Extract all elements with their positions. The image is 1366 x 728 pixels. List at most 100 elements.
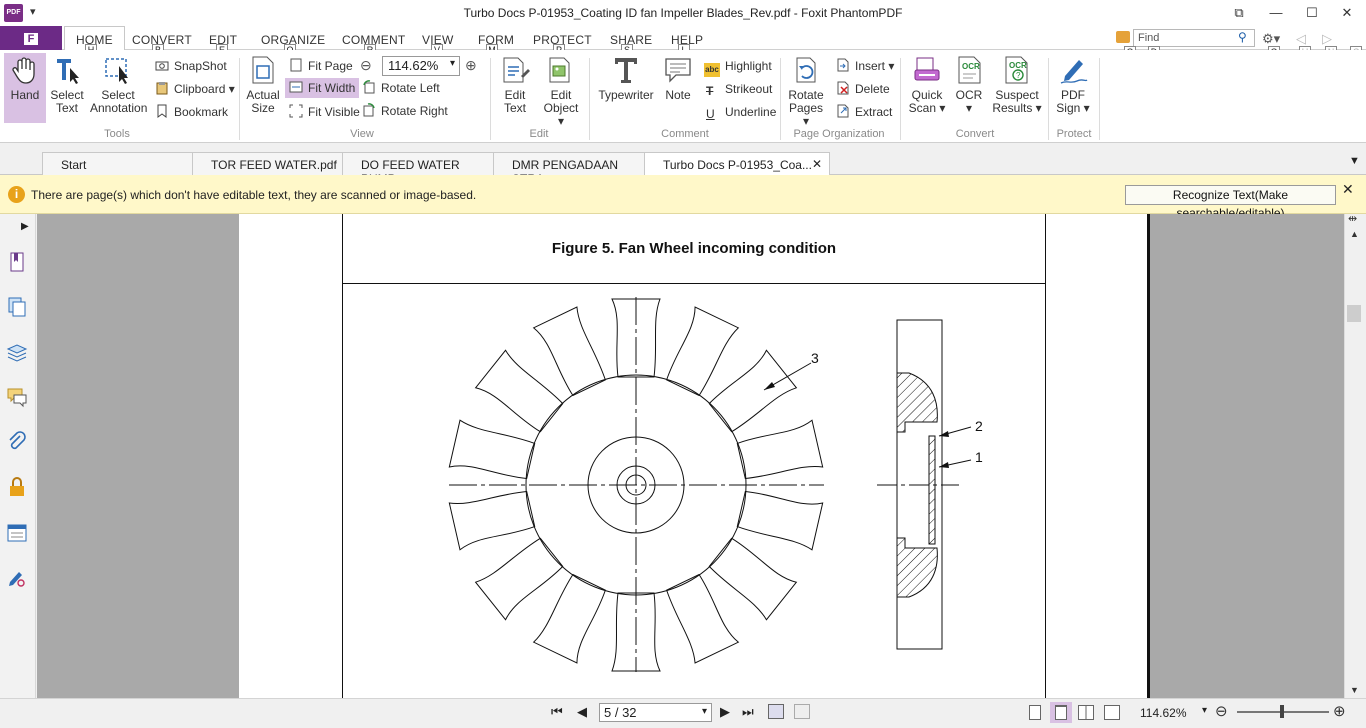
tab-list-dropdown-icon[interactable]: ▼ xyxy=(1349,155,1360,167)
close-tab-icon[interactable]: ✕ xyxy=(812,157,823,171)
minimize-icon[interactable]: — xyxy=(1269,5,1283,20)
zoom-in-icon[interactable]: ⊕ xyxy=(1333,703,1346,720)
page-number-input[interactable]: 5 / 32▾ xyxy=(599,703,712,722)
fit-page-label: Fit Page xyxy=(308,59,353,73)
doc-tab[interactable]: Start xyxy=(42,152,194,175)
tab-form[interactable]: FORM xyxy=(478,33,515,47)
fan-blade xyxy=(448,490,536,551)
previous-view-icon[interactable] xyxy=(768,704,784,719)
next-page-icon[interactable]: ▶ xyxy=(720,704,730,719)
tab-file[interactable]: F xyxy=(0,26,62,50)
pen-sign-icon xyxy=(1057,54,1089,86)
snapshot-button[interactable]: SnapShot xyxy=(155,56,227,76)
close-icon[interactable]: ✕ xyxy=(1342,181,1354,197)
select-annotation-button[interactable]: Select Annotation xyxy=(90,54,147,115)
zoom-dropdown-icon[interactable]: ▾ xyxy=(1202,705,1208,716)
continuous-facing-icon[interactable] xyxy=(1104,705,1120,720)
first-page-icon[interactable]: ⏮ xyxy=(551,704,563,719)
typewriter-button[interactable]: Typewriter xyxy=(597,54,655,102)
tab-home[interactable]: HOME xyxy=(64,26,125,51)
select-text-button[interactable]: Select Text xyxy=(48,54,86,115)
next-view-icon[interactable] xyxy=(794,704,810,719)
zoom-out-icon[interactable]: ⊖ xyxy=(1215,703,1228,720)
rotate-pages-button[interactable]: Rotate Pages ▾ xyxy=(786,54,826,128)
quick-access-dropdown-icon[interactable]: ▾ xyxy=(30,6,36,18)
extract-button[interactable]: Extract xyxy=(836,102,892,122)
tab-protect[interactable]: PROTECT xyxy=(533,33,592,47)
facing-pages-icon[interactable] xyxy=(1078,705,1094,720)
tab-organize[interactable]: ORGANIZE xyxy=(261,33,326,47)
edit-object-label-2: Object ▾ xyxy=(543,101,579,128)
signature-panel-icon[interactable] xyxy=(6,567,28,589)
fit-width-button[interactable]: Fit Width xyxy=(285,78,360,98)
rotate-left-button[interactable]: Rotate Left xyxy=(362,78,440,98)
continuous-page-icon[interactable] xyxy=(1050,702,1072,723)
scroll-up-icon[interactable]: ▲ xyxy=(1350,229,1359,239)
underline-label: Underline xyxy=(725,105,777,119)
tab-share[interactable]: SHARE xyxy=(610,33,653,47)
search-icon[interactable]: ⚲ xyxy=(1238,30,1247,44)
tab-convert[interactable]: CONVERT xyxy=(132,33,192,47)
maximize-icon[interactable]: ☐ xyxy=(1306,5,1318,20)
quick-scan-button[interactable]: Quick Scan ▾ xyxy=(906,54,948,115)
scroll-down-icon[interactable]: ▼ xyxy=(1350,685,1359,695)
edit-text-button[interactable]: Edit Text xyxy=(496,54,534,115)
zoom-slider-thumb[interactable] xyxy=(1280,705,1284,718)
note-button[interactable]: Note xyxy=(660,54,696,102)
suspect-results-button[interactable]: OCR? Suspect Results ▾ xyxy=(992,54,1042,115)
fit-page-button[interactable]: Fit Page xyxy=(289,56,353,76)
single-page-icon[interactable] xyxy=(1029,705,1041,720)
comments-panel-icon[interactable] xyxy=(6,386,28,408)
actual-size-button[interactable]: Actual Size xyxy=(245,54,281,115)
doc-tab[interactable]: DMR PENGADAAN STRA... xyxy=(493,152,647,186)
zoom-select[interactable]: 114.62%▾ xyxy=(382,56,460,76)
recognize-text-button[interactable]: Recognize Text(Make searchable/editable) xyxy=(1125,185,1336,220)
last-page-icon[interactable]: ⏭ xyxy=(742,704,754,719)
fit-width-icon xyxy=(289,80,303,94)
zoom-out-icon[interactable]: ⊖ xyxy=(360,57,372,73)
split-view-icon[interactable]: ⇹ xyxy=(1348,213,1358,225)
tab-comment[interactable]: COMMENT xyxy=(342,33,406,47)
scrollbar-thumb[interactable] xyxy=(1347,305,1361,322)
doc-tab[interactable]: TOR FEED WATER.pdf xyxy=(192,152,346,175)
bookmark-panel-icon[interactable] xyxy=(6,251,28,273)
rotate-right-button[interactable]: Rotate Right xyxy=(362,101,448,121)
content-panel-icon[interactable] xyxy=(6,522,28,544)
ocr-button[interactable]: OCR OCR ▾ xyxy=(954,54,984,115)
bookmark-button[interactable]: Bookmark xyxy=(155,102,228,122)
underline-icon: U xyxy=(706,107,715,121)
doc-tab[interactable]: DO FEED WATER PUMP ... xyxy=(342,152,496,186)
layers-panel-icon[interactable] xyxy=(6,341,28,363)
previous-page-icon[interactable]: ◀ xyxy=(577,704,587,719)
back-icon[interactable]: ◁ xyxy=(1296,31,1306,46)
rotate-right-label: Rotate Right xyxy=(381,104,448,118)
vertical-scrollbar[interactable] xyxy=(1344,214,1366,698)
forward-icon[interactable]: ▷ xyxy=(1322,31,1332,46)
tab-help[interactable]: HELP xyxy=(671,33,704,47)
search-input[interactable]: Find xyxy=(1133,29,1255,47)
delete-button[interactable]: Delete xyxy=(836,79,890,99)
zoom-in-icon[interactable]: ⊕ xyxy=(465,57,477,73)
lock-panel-icon[interactable] xyxy=(6,476,28,498)
pages-panel-icon[interactable] xyxy=(6,296,28,318)
tab-edit[interactable]: EDIT xyxy=(209,33,238,47)
app-logo-icon[interactable]: PDF xyxy=(4,4,23,22)
gear-icon[interactable]: ⚙▾ xyxy=(1262,31,1281,46)
doc-tab-active[interactable]: Turbo Docs P-01953_Coa... xyxy=(644,152,830,175)
pdf-sign-button[interactable]: PDF Sign ▾ xyxy=(1054,54,1092,115)
pdf-page[interactable]: Figure 5. Fan Wheel incoming condition 3… xyxy=(239,214,1150,698)
hand-button[interactable]: Hand xyxy=(4,54,46,102)
clipboard-button[interactable]: Clipboard ▾ xyxy=(155,79,235,99)
folder-icon[interactable] xyxy=(1116,31,1130,43)
attachment-panel-icon[interactable] xyxy=(6,431,28,453)
restore-down-icon[interactable]: ⧉ xyxy=(1234,5,1244,20)
insert-button[interactable]: Insert ▾ xyxy=(836,56,894,76)
fit-visible-button[interactable]: Fit Visible xyxy=(289,102,360,122)
expand-panel-icon[interactable]: ▶ xyxy=(21,221,29,232)
underline-button[interactable]: U Underline xyxy=(706,102,776,122)
tab-view[interactable]: VIEW xyxy=(422,33,454,47)
close-icon[interactable]: ✕ xyxy=(1341,5,1353,20)
edit-object-button[interactable]: Edit Object ▾ xyxy=(539,54,583,128)
